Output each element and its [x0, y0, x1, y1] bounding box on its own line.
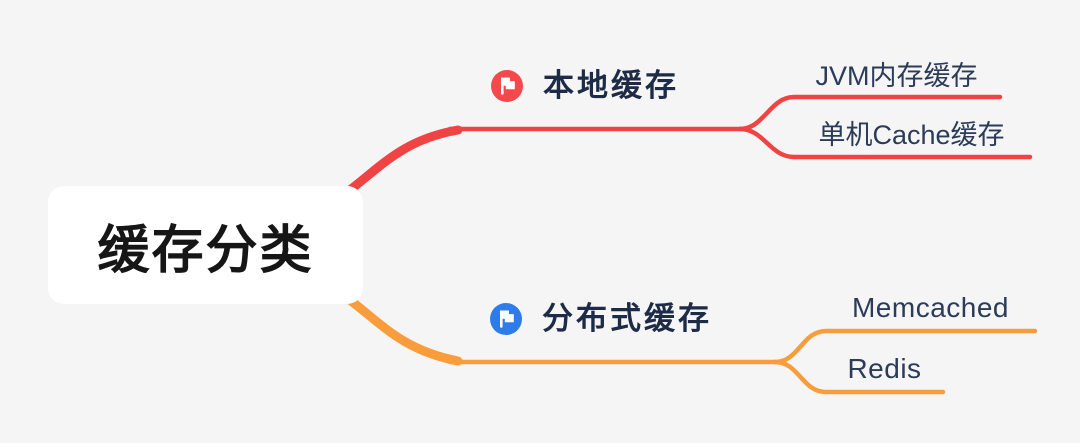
- leaf-node-jvm-memory-cache[interactable]: JVM内存缓存: [815, 61, 978, 91]
- leaf-node-standalone-cache[interactable]: 单机Cache缓存: [818, 120, 1005, 150]
- root-node-label: 缓存分类: [97, 221, 314, 280]
- flag-icon: [490, 303, 522, 335]
- branch-local-root-curve: [341, 125, 463, 198]
- leaf-node-redis[interactable]: Redis: [847, 353, 922, 384]
- leaf-node-memcached[interactable]: Memcached: [851, 292, 1009, 323]
- flag-banner: [500, 310, 514, 323]
- branch-label-distributed-cache: 分布式缓存: [542, 301, 712, 336]
- branch-node-distributed-cache[interactable]: 分布式缓存: [490, 303, 712, 335]
- branch-distributed-root-curve: [341, 292, 463, 366]
- flag-banner: [501, 77, 515, 90]
- root-node[interactable]: 缓存分类: [48, 186, 363, 304]
- flag-icon: [491, 70, 523, 102]
- branch-node-local-cache[interactable]: 本地缓存: [491, 70, 679, 102]
- branch-label-local-cache: 本地缓存: [543, 68, 679, 103]
